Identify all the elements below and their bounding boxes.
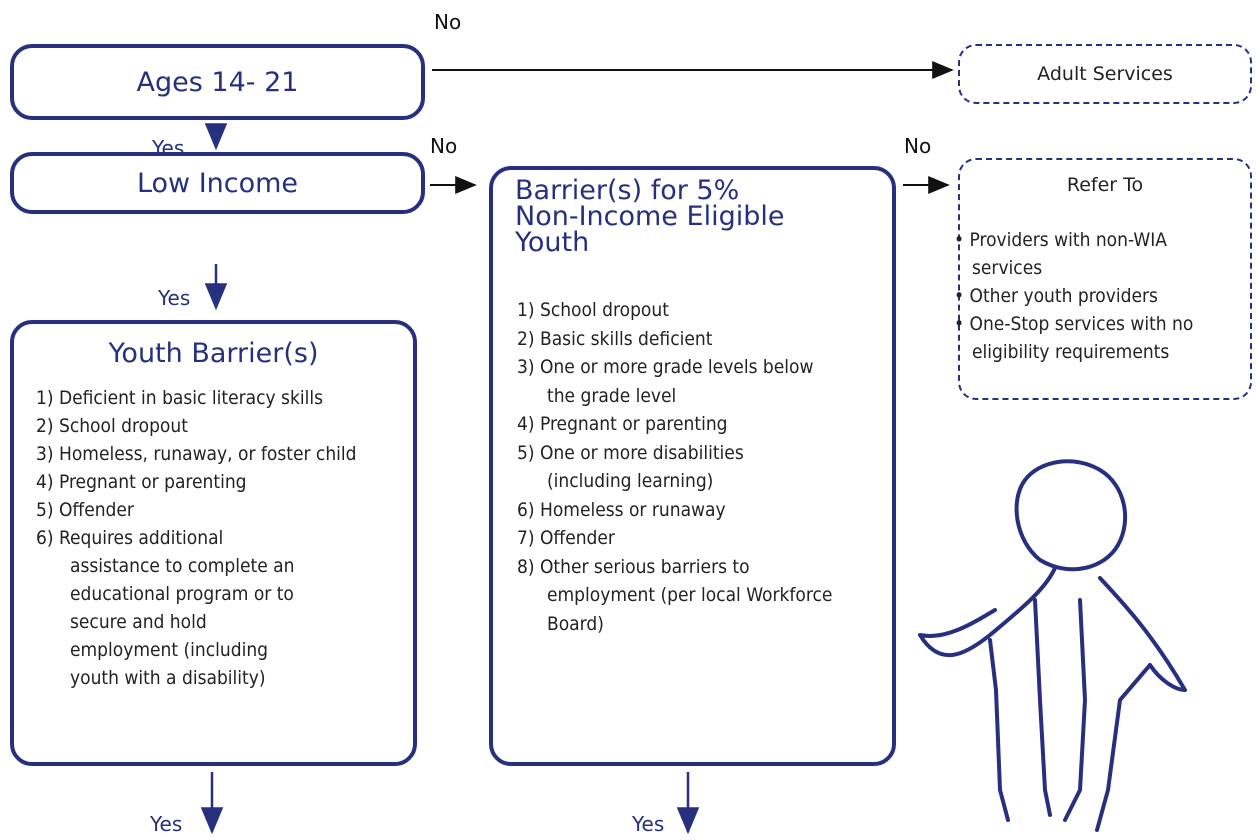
non-income-title-line-2: Non-Income Eligible <box>515 201 785 232</box>
adult-services-node: Adult Services <box>958 44 1252 104</box>
list-item: 6) Homeless or runaway <box>517 498 726 521</box>
refer-to-title: Refer To <box>1066 174 1144 196</box>
label-no-mid: No <box>430 134 458 158</box>
list-item: youth with a disability) <box>70 667 266 689</box>
label-yes-2: Yes <box>158 286 191 310</box>
youth-barriers-list: 1) Deficient in basic literacy skills 2)… <box>36 384 357 692</box>
list-item: 7) Offender <box>517 527 615 549</box>
bullet-icon: • <box>954 313 970 335</box>
list-item: • Providers with non-WIA <box>954 229 1167 251</box>
list-item: • Other youth providers <box>954 285 1158 307</box>
list-item: 5) Offender <box>36 499 134 521</box>
label-yes-bottom-mid: Yes <box>632 812 665 836</box>
list-item: 3) Homeless, runaway, or foster child <box>36 443 357 465</box>
list-item: 4) Pregnant or parenting <box>36 471 247 493</box>
label-no-top: No <box>434 10 462 34</box>
list-item: (including learning) <box>547 470 714 492</box>
refer-to-node: Refer To • Providers with non-WIA servic… <box>954 158 1252 400</box>
list-item: employment (including <box>70 639 269 661</box>
list-item: 5) One or more disabilities <box>517 441 744 464</box>
list-item: 6) Requires additional <box>36 527 224 549</box>
list-item: services <box>972 257 1043 279</box>
list-item: • One-Stop services with no <box>954 313 1194 335</box>
ages-node-label: Ages 14- 21 <box>136 66 299 98</box>
list-item: eligibility requirements <box>972 341 1170 363</box>
youth-barriers-node: Youth Barrier(s) 1) Deficient in basic l… <box>10 320 417 766</box>
refer-to-list: • Providers with non-WIA services • Othe… <box>954 226 1193 366</box>
list-item: assistance to complete an <box>70 555 295 577</box>
list-item: employment (per local Workforce <box>547 584 833 606</box>
list-item: 4) Pregnant or parenting <box>517 413 728 435</box>
non-income-title-line-1: Barrier(s) for 5% <box>515 175 740 206</box>
bullet-icon: • <box>954 229 970 251</box>
list-item: 2) Basic skills deficient <box>517 327 713 350</box>
youth-barriers-title: Youth Barrier(s) <box>108 338 319 369</box>
list-item: educational program or to <box>70 583 294 605</box>
list-item: 1) School dropout <box>517 299 669 321</box>
non-income-title: Barrier(s) for 5% Non-Income Eligible Yo… <box>515 175 785 258</box>
list-item: Board) <box>547 612 604 635</box>
stick-figure-drawing <box>918 459 1187 832</box>
bullet-icon: • <box>954 285 970 307</box>
list-item: 8) Other serious barriers to <box>517 555 750 578</box>
adult-services-label: Adult Services <box>1037 63 1173 85</box>
low-income-node-label: Low Income <box>136 167 299 199</box>
non-income-list: 1) School dropout 2) Basic skills defici… <box>517 296 832 638</box>
list-item: 1) Deficient in basic literacy skills <box>36 387 323 409</box>
list-item: the grade level <box>547 384 677 407</box>
list-item: 2) School dropout <box>36 415 188 437</box>
non-income-title-line-3: Youth <box>515 227 590 258</box>
label-yes-bottom-left: Yes <box>150 812 183 836</box>
list-item: secure and hold <box>70 611 207 633</box>
non-income-node: Barrier(s) for 5% Non-Income Eligible Yo… <box>489 166 896 766</box>
label-no-right: No <box>904 134 932 158</box>
list-item: 3) One or more grade levels below <box>517 356 814 378</box>
ages-node: Ages 14- 21 <box>10 44 425 120</box>
low-income-node: Low Income <box>10 152 425 214</box>
